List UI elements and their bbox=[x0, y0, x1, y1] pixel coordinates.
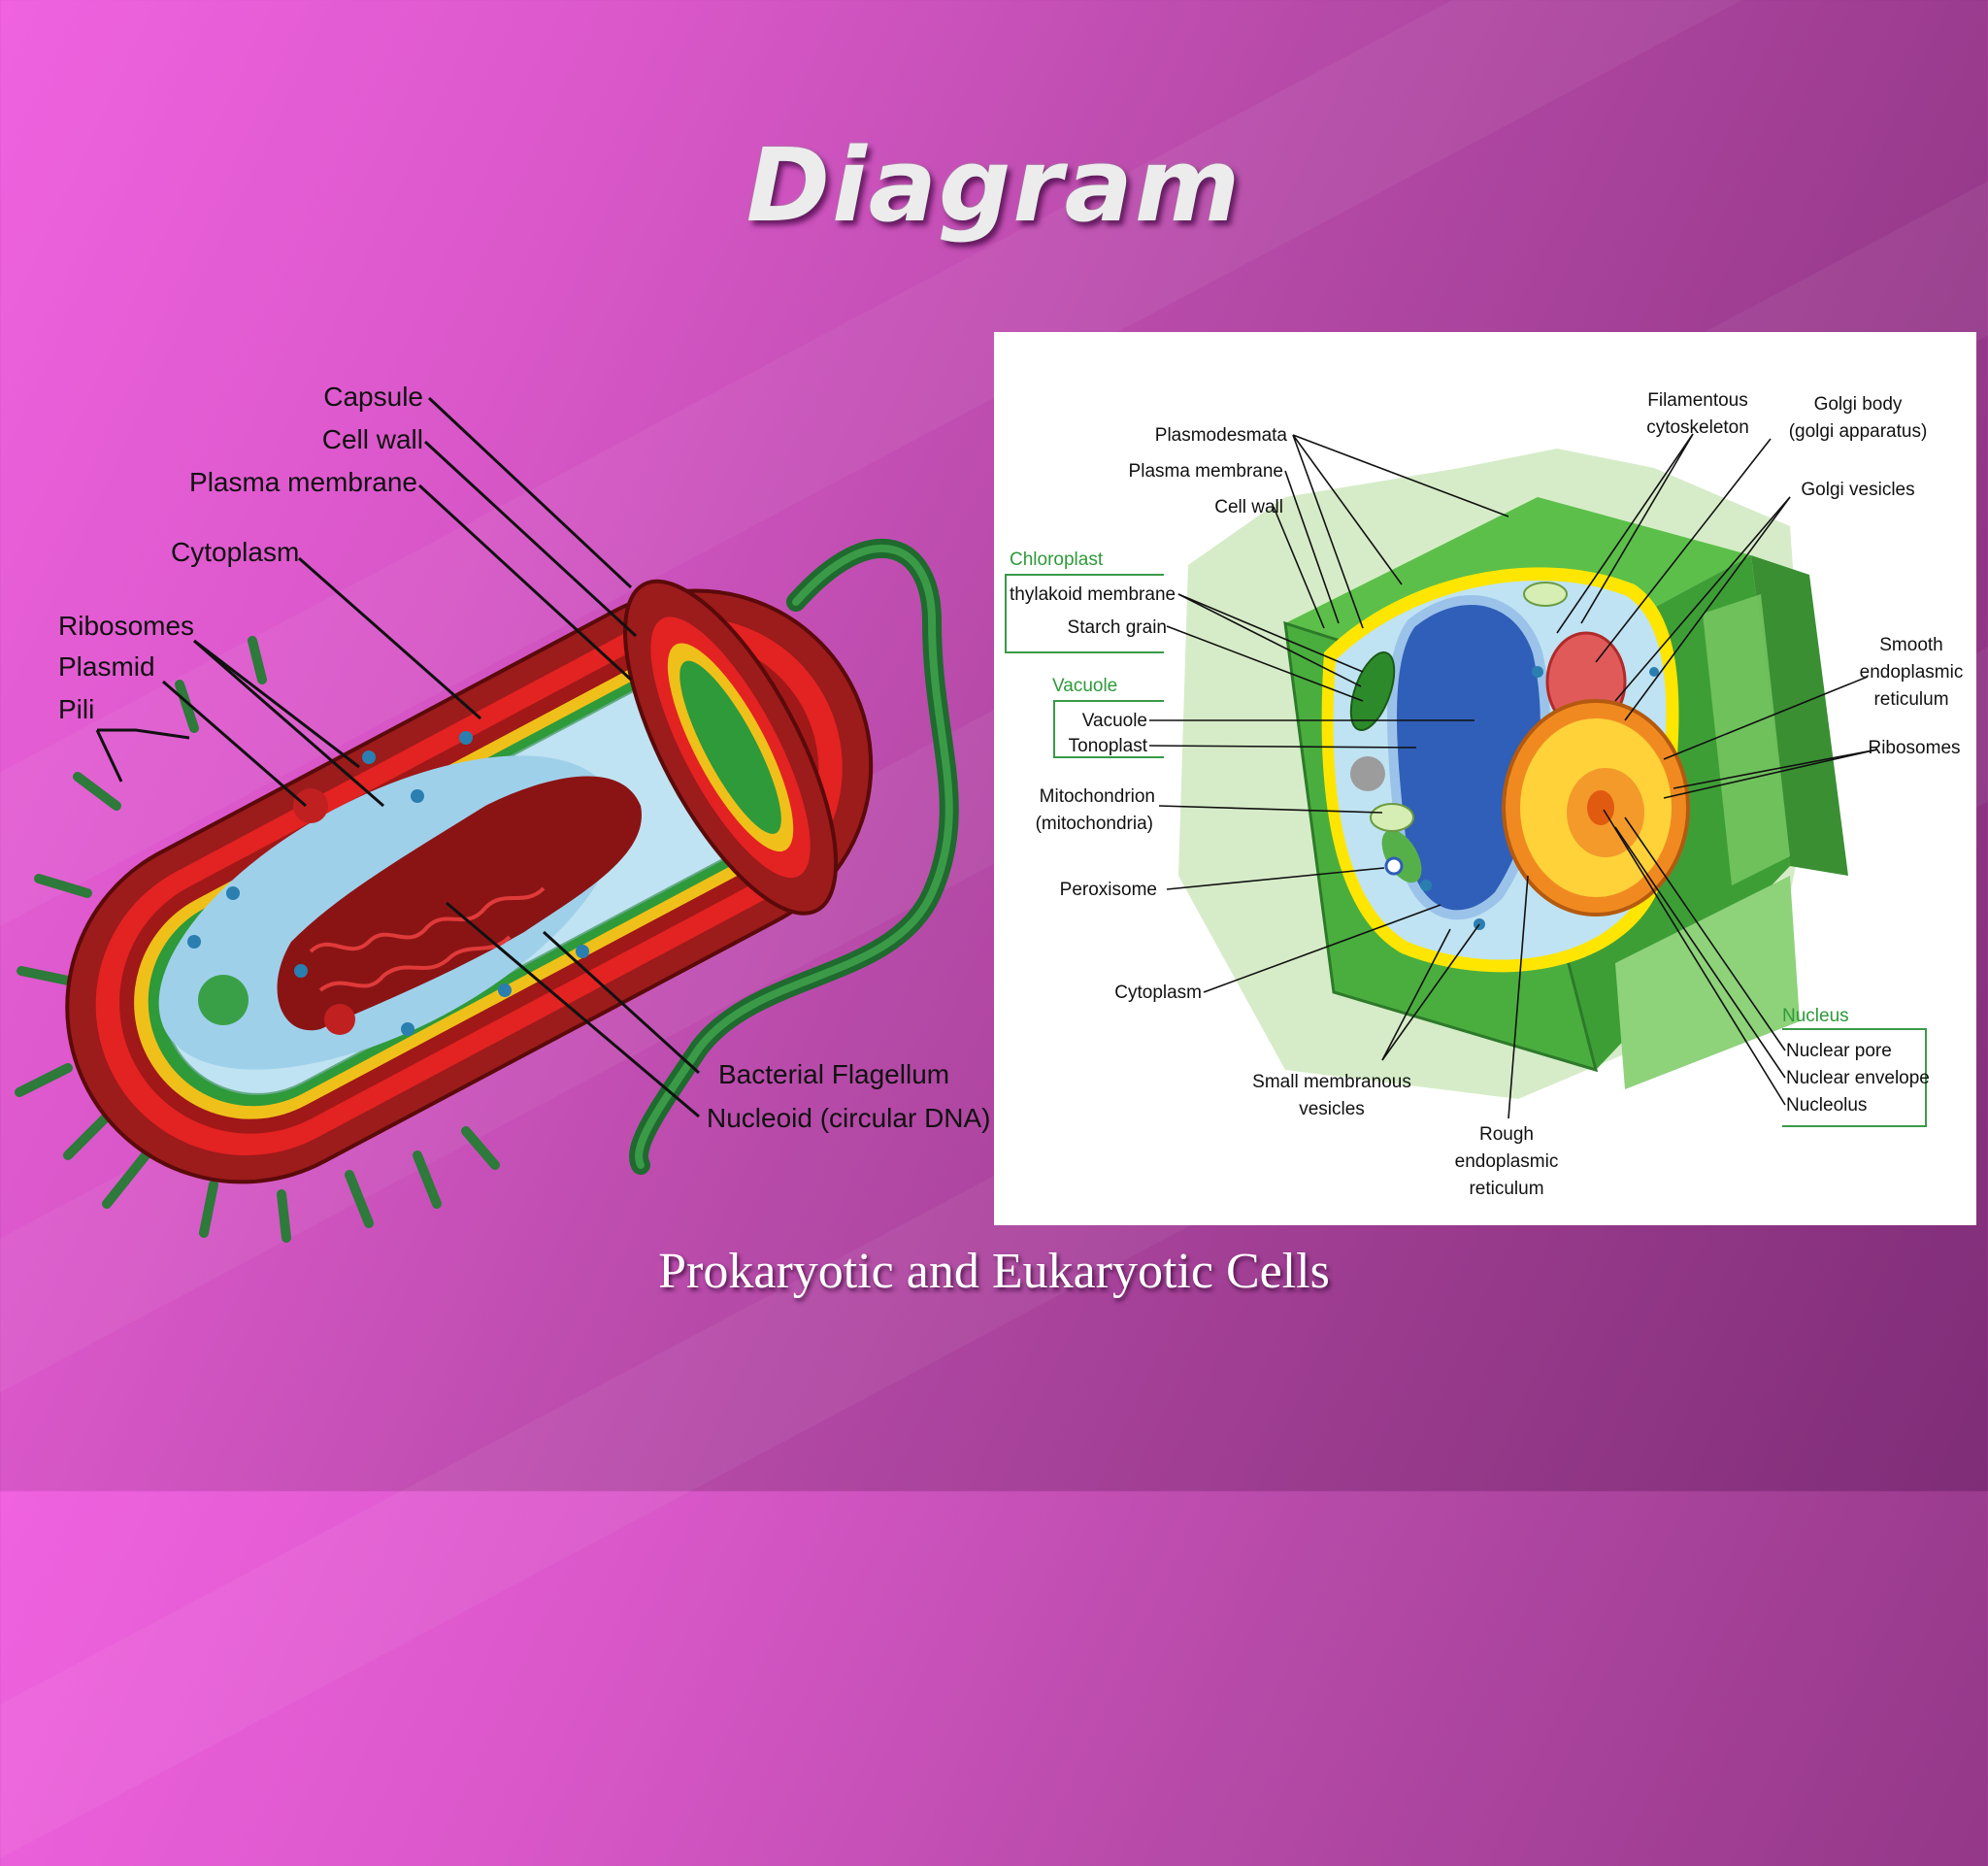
label-peroxisome: Peroxisome bbox=[1060, 880, 1157, 900]
label-thylakoid-membrane: thylakoid membrane bbox=[1010, 584, 1176, 605]
label-cytoplasm: Cytoplasm bbox=[171, 537, 299, 567]
granule-shape bbox=[198, 975, 248, 1025]
label-smooth-reticulum: reticulum bbox=[1873, 689, 1948, 710]
label-mitochondria: (mitochondria) bbox=[1036, 814, 1153, 834]
label-nucleolus: Nucleolus bbox=[1786, 1095, 1867, 1116]
label-plasmid: Plasmid bbox=[58, 651, 155, 682]
label-starch-grain: Starch grain bbox=[1068, 617, 1167, 638]
label-nuclear-pore: Nuclear pore bbox=[1786, 1041, 1892, 1061]
label-nucleus-group: Nucleus bbox=[1782, 1006, 1849, 1026]
label-nucleoid: Nucleoid (circular DNA) bbox=[707, 1103, 991, 1133]
mitochondrion-shape bbox=[1523, 582, 1568, 607]
label-rough-reticulum: reticulum bbox=[1469, 1179, 1543, 1199]
chloroplast-shape bbox=[1381, 829, 1422, 883]
label-golgi-apparatus: (golgi apparatus) bbox=[1789, 421, 1928, 442]
nucleoid-shape bbox=[277, 776, 642, 1031]
label-chloroplast: Chloroplast bbox=[1010, 550, 1104, 570]
label-golgi-body: Golgi body bbox=[1814, 394, 1903, 415]
label-cytoplasm: Cytoplasm bbox=[1114, 983, 1202, 1003]
label-bacterial-flagellum: Bacterial Flagellum bbox=[718, 1059, 949, 1089]
label-capsule: Capsule bbox=[323, 382, 423, 412]
eukaryotic-cell-panel: Plasmodesmata Plasma membrane Cell wall … bbox=[994, 332, 1976, 1225]
slide-title: Diagram bbox=[746, 126, 1242, 245]
nucleus-shape bbox=[1502, 699, 1690, 916]
label-rough: Rough bbox=[1479, 1124, 1534, 1145]
peroxisome-shape bbox=[1384, 856, 1404, 876]
pili-group bbox=[15, 636, 500, 1243]
euk-leader-lines bbox=[1148, 433, 1878, 1119]
label-rough-endoplasmic: endoplasmic bbox=[1455, 1151, 1559, 1172]
prokaryotic-cell-diagram: Capsule Cell wall Plasma membrane Cytopl… bbox=[15, 382, 991, 1243]
label-plasma-membrane: Plasma membrane bbox=[1129, 461, 1283, 482]
label-ribosomes: Ribosomes bbox=[58, 611, 194, 641]
label-ribosomes: Ribosomes bbox=[1868, 738, 1960, 758]
label-golgi-vesicles: Golgi vesicles bbox=[1801, 480, 1914, 500]
prok-leader-lines bbox=[95, 396, 701, 1118]
label-cytoskeleton: cytoskeleton bbox=[1646, 417, 1749, 438]
slide-caption: Prokaryotic and Eukaryotic Cells bbox=[658, 1244, 1330, 1299]
eukaryotic-cell-diagram: Plasmodesmata Plasma membrane Cell wall … bbox=[1005, 390, 1964, 1199]
label-small-membranous: Small membranous bbox=[1252, 1072, 1411, 1092]
label-nuclear-envelope: Nuclear envelope bbox=[1786, 1068, 1930, 1088]
label-cell-wall: Cell wall bbox=[322, 424, 423, 454]
plasmid-shape bbox=[324, 1004, 355, 1035]
label-mitochondrion: Mitochondrion bbox=[1040, 786, 1155, 807]
ribosomes-group bbox=[187, 731, 589, 1036]
label-tonoplast: Tonoplast bbox=[1069, 736, 1148, 756]
label-plasma-membrane: Plasma membrane bbox=[189, 467, 417, 497]
label-cell-wall: Cell wall bbox=[1214, 497, 1283, 517]
mitochondrion-shape bbox=[1370, 803, 1414, 832]
label-group-boxes bbox=[1005, 574, 1927, 1127]
label-smooth: Smooth bbox=[1879, 635, 1942, 655]
chloroplast-shape bbox=[1349, 651, 1396, 731]
label-vacuole-group: Vacuole bbox=[1052, 676, 1117, 696]
plasmid-shape bbox=[293, 788, 328, 823]
label-plasmodesmata: Plasmodesmata bbox=[1155, 425, 1288, 446]
label-filamentous: Filamentous bbox=[1647, 390, 1748, 411]
label-vesicles: vesicles bbox=[1299, 1099, 1365, 1119]
label-smooth-endoplasmic: endoplasmic bbox=[1860, 662, 1964, 683]
label-pili: Pili bbox=[58, 694, 94, 724]
label-vacuole: Vacuole bbox=[1082, 711, 1147, 731]
